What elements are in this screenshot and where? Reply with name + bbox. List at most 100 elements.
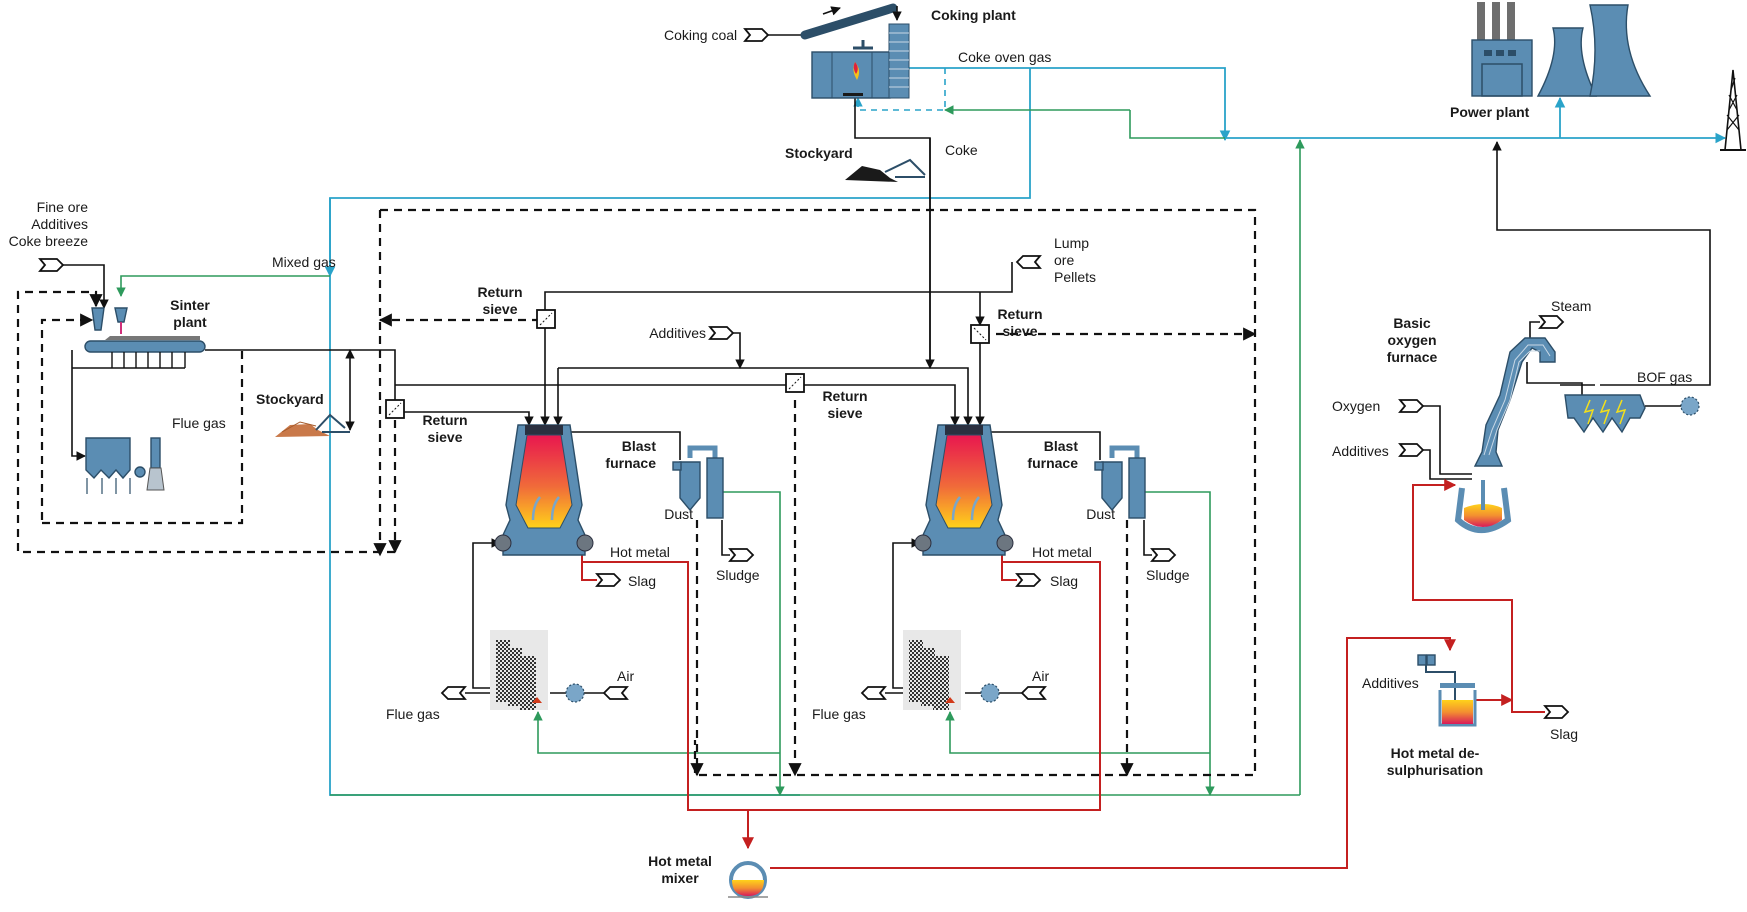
sinter-stockyard bbox=[275, 413, 350, 437]
coking-coal-terminal bbox=[743, 28, 770, 42]
sinter-strand bbox=[84, 340, 206, 353]
bf2-sludge-terminal bbox=[1150, 548, 1177, 562]
return-sieve-center-label-1: Return bbox=[822, 388, 867, 404]
bof-gas-cleaning bbox=[1564, 394, 1700, 434]
hot-metal-to-bof-line bbox=[1412, 479, 1513, 710]
lump-ore-label-2: ore bbox=[1054, 252, 1074, 268]
mixed-gas-bus-line bbox=[1129, 110, 1225, 139]
coke-oven-return-gas-line bbox=[853, 68, 946, 111]
hot-metal-lines bbox=[581, 479, 1545, 869]
sinter-flue-gas-line bbox=[71, 350, 86, 461]
desulph-label-1: Hot metal de- bbox=[1391, 745, 1480, 761]
coking-plant-label: Coking plant bbox=[931, 7, 1016, 23]
sinter-feed-label-1: Fine ore bbox=[37, 199, 89, 215]
lump-ore-bf1-line bbox=[540, 262, 1013, 426]
sinter-feed-terminal bbox=[38, 258, 65, 272]
bf1-hot-blast-line bbox=[472, 538, 501, 689]
lump-ore-label-1: Lump bbox=[1054, 235, 1089, 251]
sinter-flue-gas-label: Flue gas bbox=[172, 415, 226, 431]
bf1-dust-label: Dust bbox=[664, 506, 693, 522]
sinter-hopper-1 bbox=[91, 307, 105, 331]
sinter-feed-label-2: Additives bbox=[31, 216, 88, 232]
conveyor-direction-icon bbox=[822, 6, 841, 16]
bf1-air-terminal bbox=[602, 686, 629, 700]
material-lines bbox=[62, 34, 1711, 694]
hot-metal-mixer-label-2: mixer bbox=[661, 870, 699, 886]
return-sieve-sinter-label-2: sieve bbox=[427, 429, 462, 445]
bof-gas-label: BOF gas bbox=[1637, 369, 1692, 385]
bf2-air-terminal bbox=[1020, 686, 1047, 700]
hot-metal-mixer[interactable] bbox=[728, 861, 768, 899]
steam-line bbox=[1529, 321, 1540, 340]
blast-furnace-2-label-1: Blast bbox=[1044, 438, 1079, 454]
sinter-stack bbox=[150, 437, 161, 469]
bf2-slag-terminal bbox=[1015, 573, 1042, 587]
blast-furnace-1-label-2: furnace bbox=[605, 455, 656, 471]
bf1-hot-metal-label: Hot metal bbox=[610, 544, 670, 560]
desulphurisation-unit[interactable] bbox=[1417, 654, 1477, 727]
bf2-air-label: Air bbox=[1032, 668, 1049, 684]
bf2-hot-metal-label: Hot metal bbox=[1032, 544, 1092, 560]
cooling-tower-small bbox=[1536, 27, 1598, 97]
sinter-feed-label-3: Coke breeze bbox=[9, 233, 89, 249]
bf2-flue-gas-label: Flue gas bbox=[812, 706, 866, 722]
mixed-gas-label: Mixed gas bbox=[272, 254, 336, 270]
labels: Coking coal Coking plant Coke oven gas S… bbox=[9, 7, 1693, 886]
return-sieve-center-label-2: sieve bbox=[827, 405, 862, 421]
coke-label: Coke bbox=[945, 142, 978, 158]
desulph-label-2: sulphurisation bbox=[1387, 762, 1483, 778]
sinter-feed-line bbox=[62, 264, 109, 309]
basic-oxygen-furnace[interactable] bbox=[1454, 337, 1556, 533]
hot-stoves-1 bbox=[490, 630, 548, 710]
return-sieve-bf2[interactable] bbox=[970, 324, 990, 344]
bf1-slag-label: Slag bbox=[628, 573, 656, 589]
stream-terminals bbox=[440, 255, 1570, 719]
flare-stack bbox=[1720, 69, 1746, 151]
bf1-top-gas-duct bbox=[570, 431, 681, 460]
bof-gas-fan bbox=[1680, 396, 1700, 416]
return-sieve-center[interactable] bbox=[785, 373, 805, 393]
bof-label-3: furnace bbox=[1387, 349, 1438, 365]
desulph-additives-label: Additives bbox=[1362, 675, 1419, 691]
additives-bf-terminal bbox=[708, 326, 735, 340]
bf2-slag-line bbox=[1001, 562, 1017, 581]
steam-label: Steam bbox=[1551, 298, 1591, 314]
hot-stoves-2 bbox=[903, 630, 961, 710]
sinter-plant[interactable] bbox=[72, 307, 206, 494]
lump-ore-terminal bbox=[1015, 255, 1042, 269]
cooling-tower-large bbox=[1589, 4, 1652, 97]
bf1-flue-gas-label: Flue gas bbox=[386, 706, 440, 722]
bf1-sludge-line bbox=[721, 520, 730, 556]
coke-line bbox=[854, 98, 931, 368]
dust-catcher-2 bbox=[1094, 445, 1146, 519]
blast-furnace-2-label-2: furnace bbox=[1027, 455, 1078, 471]
bf2-stove-gas-line bbox=[945, 711, 1210, 754]
sinter-hopper-2 bbox=[114, 307, 128, 323]
additives-bf-line bbox=[730, 332, 745, 369]
sinter-recycle-box bbox=[42, 350, 244, 525]
bof-label-1: Basic bbox=[1393, 315, 1431, 331]
sinter-stockyard-label: Stockyard bbox=[256, 391, 324, 407]
bf1-slag-terminal bbox=[595, 573, 622, 587]
bof-additives-label: Additives bbox=[1332, 443, 1389, 459]
bf2-sludge-line bbox=[1143, 520, 1152, 556]
coking-plant[interactable] bbox=[800, 3, 910, 99]
return-sieve-bf2-label-1: Return bbox=[997, 306, 1042, 322]
bf1-flue-gas-terminal bbox=[440, 686, 467, 700]
return-sieve-sinter[interactable] bbox=[385, 399, 405, 419]
sinter-to-bf1-line bbox=[395, 411, 534, 426]
return-sieve-bf1[interactable] bbox=[536, 309, 556, 329]
additives-bus-line bbox=[558, 367, 973, 426]
lump-ore-label-3: Pellets bbox=[1054, 269, 1096, 285]
additives-bf-label: Additives bbox=[649, 325, 706, 341]
coke-oven-gas-label: Coke oven gas bbox=[958, 49, 1051, 65]
oxygen-terminal bbox=[1398, 399, 1425, 413]
return-sieve-sinter-label-1: Return bbox=[422, 412, 467, 428]
bf1-sludge-label: Sludge bbox=[716, 567, 760, 583]
blast-furnace-2[interactable] bbox=[914, 424, 1014, 556]
gas-lines bbox=[116, 67, 1727, 796]
bof-hood-to-ep-line bbox=[1526, 362, 1583, 396]
power-plant[interactable] bbox=[1471, 2, 1652, 97]
blast-furnace-1[interactable] bbox=[494, 424, 594, 556]
coke-stockyard-label: Stockyard bbox=[785, 145, 853, 161]
